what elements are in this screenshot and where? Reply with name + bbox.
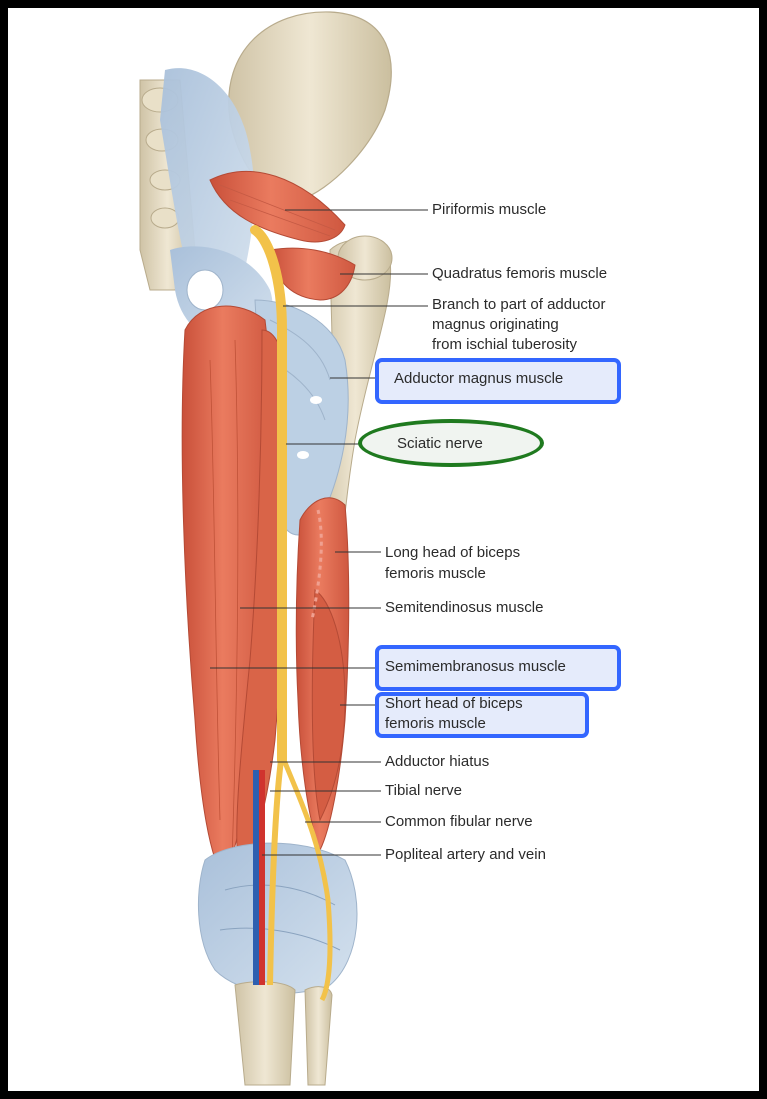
label-piriformis: Piriformis muscle xyxy=(432,199,546,221)
label-semimembranosus: Semimembranosus muscle xyxy=(385,656,566,678)
label-common-fibular-nerve: Common fibular nerve xyxy=(385,811,533,833)
label-adductor-hiatus: Adductor hiatus xyxy=(385,751,489,773)
label-sciatic-text: Sciatic nerve xyxy=(397,433,483,455)
label-tibial-text: Tibial nerve xyxy=(385,780,462,802)
fibula xyxy=(305,987,332,1085)
label-long-head-line2: femoris muscle xyxy=(385,563,520,584)
label-popliteal: Popliteal artery and vein xyxy=(385,844,546,866)
label-branch-line3: from ischial tuberosity xyxy=(432,335,605,355)
label-tibial-nerve: Tibial nerve xyxy=(385,780,462,802)
label-popliteal-text: Popliteal artery and vein xyxy=(385,844,546,866)
label-adductor-magnus-text: Adductor magnus muscle xyxy=(394,368,563,390)
label-short-head-biceps: Short head of biceps femoris muscle xyxy=(385,694,523,734)
label-quadratus-femoris: Quadratus femoris muscle xyxy=(432,263,607,285)
label-semitendinosus: Semitendinosus muscle xyxy=(385,597,543,619)
label-quadratus-text: Quadratus femoris muscle xyxy=(432,263,607,285)
label-semimembranosus-text: Semimembranosus muscle xyxy=(385,656,566,678)
label-semitendinosus-text: Semitendinosus muscle xyxy=(385,597,543,619)
label-long-head-line1: Long head of biceps xyxy=(385,542,520,563)
label-short-head-line1: Short head of biceps xyxy=(385,694,523,714)
label-adductor-hiatus-text: Adductor hiatus xyxy=(385,751,489,773)
label-branch-adductor: Branch to part of adductor magnus origin… xyxy=(432,295,605,355)
tibia xyxy=(235,982,295,1085)
label-branch-line1: Branch to part of adductor xyxy=(432,295,605,315)
label-adductor-magnus: Adductor magnus muscle xyxy=(394,368,563,390)
label-piriformis-text: Piriformis muscle xyxy=(432,199,546,221)
label-sciatic-nerve: Sciatic nerve xyxy=(397,433,483,455)
label-long-head-biceps: Long head of biceps femoris muscle xyxy=(385,542,520,584)
knee-joint xyxy=(198,843,357,993)
frame-border xyxy=(4,4,763,1095)
label-short-head-line2: femoris muscle xyxy=(385,714,523,734)
label-common-fibular-text: Common fibular nerve xyxy=(385,811,533,833)
label-branch-line2: magnus originating xyxy=(432,315,605,335)
